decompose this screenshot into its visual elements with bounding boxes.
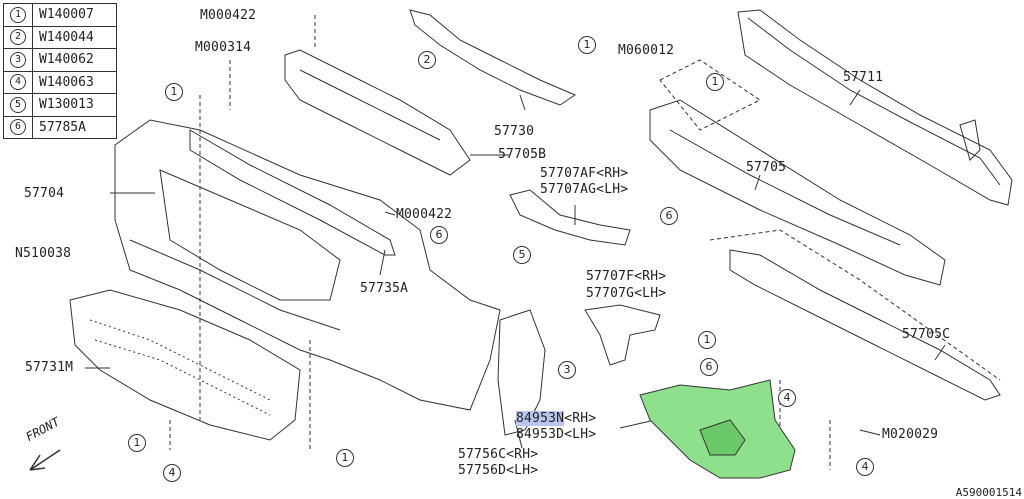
callout-bolt-5: 5	[513, 246, 531, 264]
label-57735a: 57735A	[360, 281, 409, 296]
callout-bolt-1: 1	[165, 83, 183, 101]
label-57705b: 57705B	[498, 147, 547, 162]
label-57731m: 57731M	[25, 360, 74, 375]
callout-bolt-1: 1	[128, 434, 146, 452]
callout-bolt-6: 6	[660, 207, 678, 225]
label-57707ag: 57707AG<LH>	[540, 182, 629, 197]
label-57730: 57730	[494, 124, 535, 139]
label-57707g: 57707G<LH>	[586, 286, 667, 301]
callout-bolt-6: 6	[700, 358, 718, 376]
label-n510038: N510038	[15, 246, 72, 261]
callout-bolt-4: 4	[778, 389, 796, 407]
bracket-57730	[409, 9, 577, 106]
diagram-reference-code: A590001514	[955, 486, 1022, 499]
label-57707af: 57707AF<RH>	[540, 166, 629, 181]
trim-57735a	[189, 129, 396, 256]
bracket-57705b	[284, 49, 471, 176]
front-arrow-icon	[29, 449, 61, 471]
callout-bolt-1: 1	[336, 449, 354, 467]
callout-bolt-2: 2	[418, 51, 436, 69]
label-57705: 57705	[746, 160, 787, 175]
bracket-57707f	[584, 304, 661, 366]
callout-bolt-3: 3	[558, 361, 576, 379]
label-57707f: 57707F<RH>	[586, 269, 667, 284]
label-57704: 57704	[24, 186, 65, 201]
lower-grille-57731m	[69, 289, 301, 441]
label-84953d: 84953D<LH>	[516, 427, 597, 442]
label-m000422-mid: M000422	[396, 207, 453, 222]
callout-bolt-1: 1	[578, 36, 596, 54]
label-84953n-code: 84953N	[516, 411, 565, 426]
label-m020029: M020029	[882, 427, 939, 442]
label-57711: 57711	[843, 70, 884, 85]
callout-bolt-4: 4	[856, 458, 874, 476]
label-84953n: 84953N<RH>	[516, 411, 597, 426]
absorber-57705	[649, 99, 946, 286]
label-m000422-top: M000422	[200, 8, 257, 23]
callout-bolt-1: 1	[698, 331, 716, 349]
label-57705c: 57705C	[902, 327, 951, 342]
label-m060012: M060012	[618, 43, 675, 58]
label-m000314: M000314	[195, 40, 252, 55]
bracket-57707af	[509, 189, 631, 246]
label-57756d: 57756D<LH>	[458, 463, 539, 478]
callout-bolt-6: 6	[430, 226, 448, 244]
callout-bolt-1: 1	[706, 73, 724, 91]
label-57756c: 57756C<RH>	[458, 447, 539, 462]
reinforcement-bar-57711	[737, 9, 1013, 206]
absorber-57705c	[729, 249, 1001, 401]
label-84953n-side: <RH>	[564, 411, 597, 426]
callout-bolt-4: 4	[163, 464, 181, 482]
